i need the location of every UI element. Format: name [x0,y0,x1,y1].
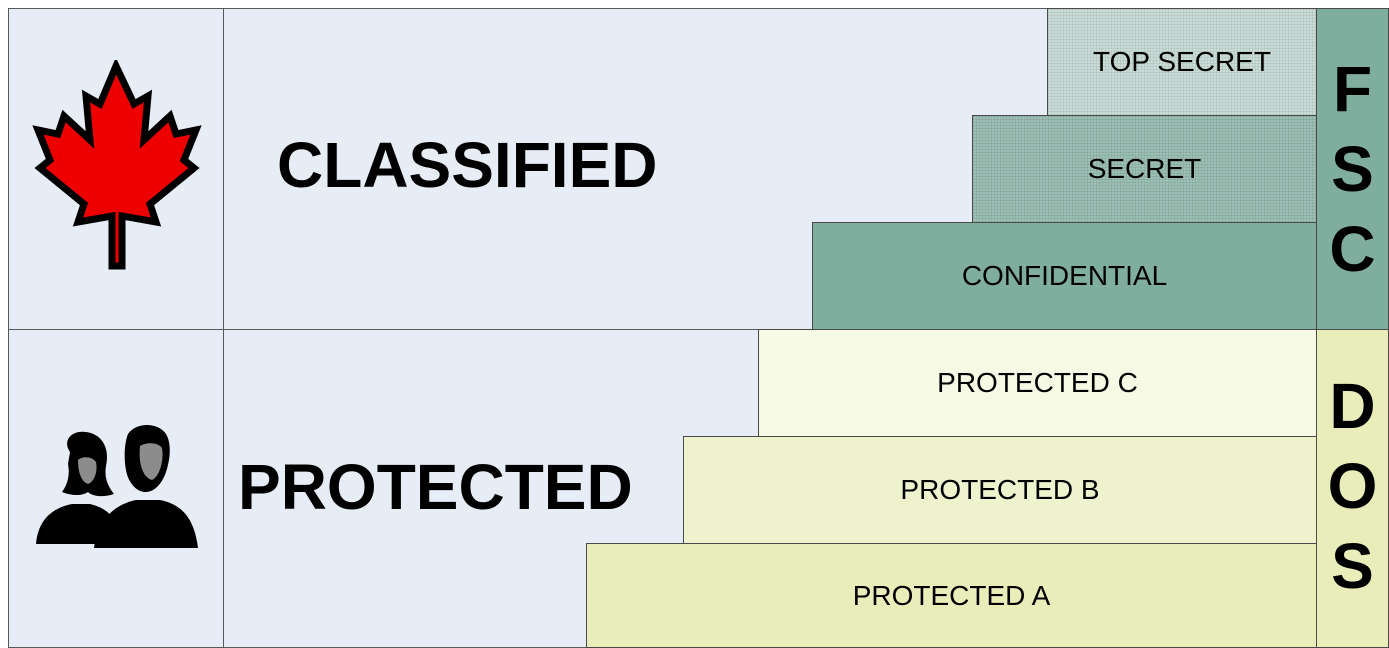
maple-leaf-icon [32,60,202,270]
fsc-letter: C [1329,213,1376,285]
classified-label: CLASSIFIED [277,129,658,201]
fsc-letter: F [1332,53,1373,125]
step-protected-b-label: PROTECTED B [900,474,1100,505]
protected-label: PROTECTED [238,451,633,523]
dos-letter: D [1329,370,1376,442]
step-protected-a: PROTECTED A [586,543,1317,648]
step-confidential: CONFIDENTIAL [812,222,1317,330]
step-protected-c-label: PROTECTED C [937,367,1138,398]
step-top-secret: TOP SECRET [1047,8,1317,116]
step-secret: SECRET [972,115,1317,223]
dos-letter: S [1331,530,1374,602]
step-secret-label: SECRET [1087,153,1202,184]
step-top-secret-label: TOP SECRET [1093,46,1271,77]
people-icon [36,425,198,548]
step-protected-a-label: PROTECTED A [852,579,1051,611]
dos-letter: O [1327,450,1378,522]
step-protected-b: PROTECTED B [683,436,1317,544]
step-confidential-label: CONFIDENTIAL [961,260,1168,291]
step-protected-c: PROTECTED C [758,329,1317,437]
fsc-side-label: F S C [1316,8,1389,330]
dos-side-label: D O S [1316,329,1389,648]
fsc-letter: S [1331,133,1374,205]
